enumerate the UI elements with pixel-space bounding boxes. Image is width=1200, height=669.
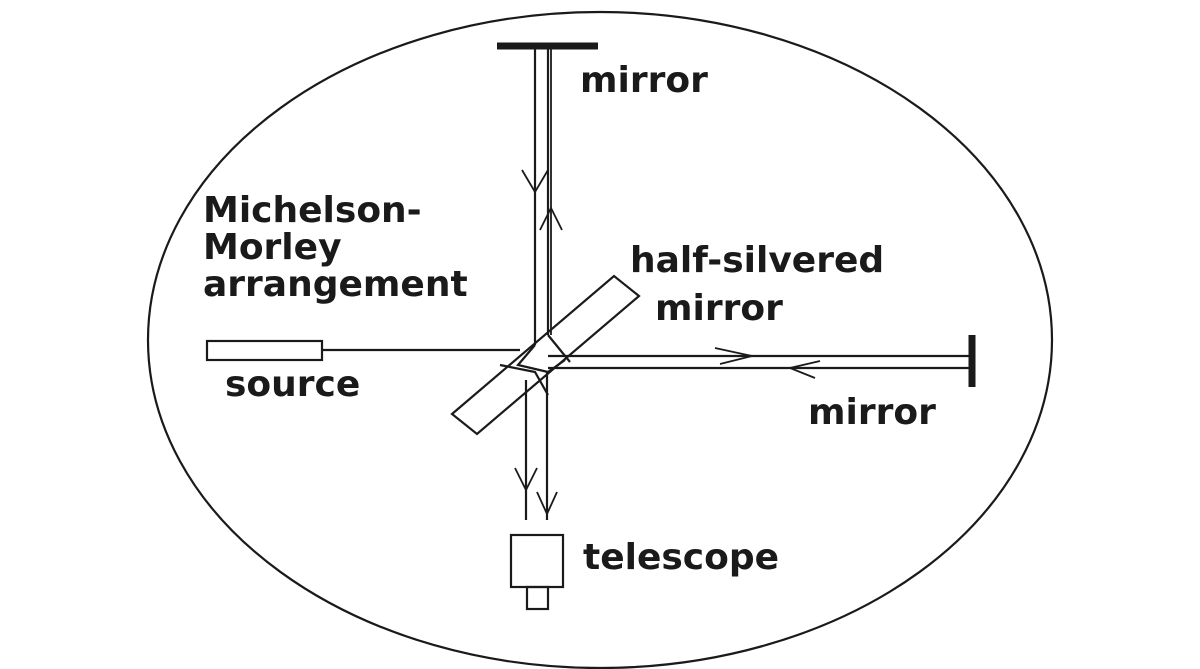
source-box bbox=[205, 339, 324, 362]
svg-text:half-silvered: half-silvered bbox=[630, 240, 884, 281]
arrow-right bbox=[714, 347, 753, 365]
diagram-title: Michelson- Morley arrangement bbox=[203, 190, 468, 305]
arrow-left bbox=[787, 360, 821, 379]
telescope-eyepiece bbox=[525, 585, 550, 611]
right-mirror-label: mirror bbox=[808, 392, 936, 433]
svg-text:Morley: Morley bbox=[203, 227, 342, 268]
svg-text:arrangement: arrangement bbox=[203, 264, 468, 305]
arrow-down-lower-right bbox=[536, 491, 558, 517]
svg-text:mirror: mirror bbox=[655, 288, 783, 329]
top-mirror-label: mirror bbox=[580, 60, 708, 101]
arrow-down-lower-left bbox=[514, 467, 538, 493]
enclosing-oval bbox=[147, 10, 1053, 669]
half-silvered-mirror-label: half-silvered mirror bbox=[630, 240, 884, 329]
telescope-body bbox=[509, 533, 565, 589]
arrow-up-upper bbox=[539, 205, 563, 231]
splitter-beam-paths bbox=[499, 334, 571, 396]
source-label: source bbox=[225, 364, 360, 405]
vertical-beam-upper bbox=[533, 49, 552, 345]
horizontal-beam-right bbox=[548, 354, 972, 370]
arrow-down-upper bbox=[521, 169, 549, 194]
half-silvered-mirror bbox=[450, 274, 641, 436]
vertical-beam-lower bbox=[524, 372, 549, 520]
telescope-label: telescope bbox=[583, 537, 779, 578]
svg-text:Michelson-: Michelson- bbox=[203, 190, 422, 231]
